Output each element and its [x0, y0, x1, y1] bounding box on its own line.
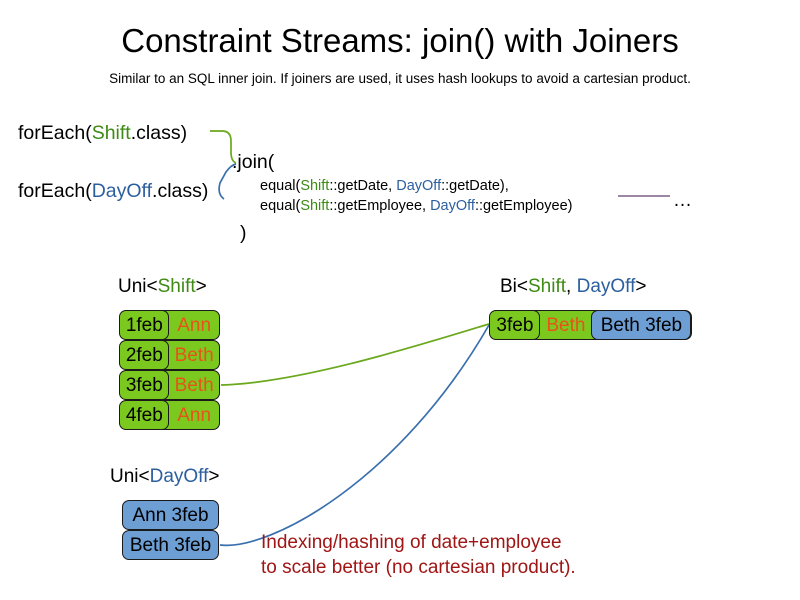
caption-line-1: Indexing/hashing of date+employee	[261, 532, 562, 553]
uni-dayoff-label-type: DayOff	[149, 466, 209, 487]
table-row[interactable]: 3feb Beth	[119, 370, 220, 400]
code-foreach-dayoff: forEach(DayOff.class)	[18, 179, 208, 203]
bi-label-suffix: >	[635, 276, 647, 297]
joiner-2-left-ref: ::getEmployee,	[329, 198, 431, 214]
uni-dayoff-label-prefix: Uni<	[110, 466, 150, 487]
connector-dayoff-fact-to-bi	[219, 324, 490, 547]
foreach-dayoff-prefix: forEach(	[18, 180, 92, 202]
shift-date-cell: 2feb	[119, 340, 170, 370]
code-continuation-ellipsis: …	[673, 190, 692, 211]
caption-line-2: to scale better (no cartesian product).	[261, 557, 576, 578]
shift-employee-cell: Ann	[177, 404, 212, 426]
code-close-paren: )	[240, 222, 247, 244]
dayoff-cell: Ann 3feb	[132, 504, 209, 526]
bi-dayoff-cell: Beth 3feb	[591, 310, 692, 340]
joiner-2-open: equal(	[260, 198, 301, 214]
joiner-1-left-ref: ::getDate,	[329, 178, 397, 194]
shift-date-cell: 3feb	[119, 370, 170, 400]
shift-date-cell: 1feb	[119, 310, 170, 340]
shift-employee-cell: Beth	[174, 344, 214, 366]
code-foreach-shift: forEach(Shift.class)	[18, 121, 187, 145]
bi-shift-date-cell: 3feb	[489, 310, 541, 340]
foreach-shift-prefix: forEach(	[18, 122, 92, 144]
bi-label-type-b: DayOff	[576, 276, 636, 297]
bi-label-separator: ,	[566, 276, 577, 297]
uni-shift-label-suffix: >	[195, 276, 207, 297]
uni-dayoff-label-suffix: >	[208, 466, 220, 487]
joiner-1-right-ref: ::getDate),	[441, 178, 509, 194]
connector-shift-fact-to-bi	[220, 323, 490, 386]
joiner-1-right-type: DayOff	[396, 178, 442, 194]
foreach-dayoff-suffix: .class)	[152, 180, 209, 202]
uni-shift-label-prefix: Uni<	[118, 276, 158, 297]
table-row[interactable]: 3feb Beth Beth 3feb	[489, 310, 692, 340]
joiner-2-right-ref: ::getEmployee)	[474, 198, 573, 214]
slide-title: Constraint Streams: join() with Joiners	[121, 22, 679, 59]
dayoff-cell: Beth 3feb	[129, 534, 212, 556]
shift-employee-cell: Beth	[174, 374, 214, 396]
shift-date-cell: 4feb	[119, 400, 170, 430]
bi-shift-employee-cell: Beth	[546, 314, 586, 336]
table-row[interactable]: Ann 3feb	[122, 500, 219, 530]
foreach-dayoff-type: DayOff	[91, 180, 153, 202]
joiner-2-right-type: DayOff	[430, 198, 475, 214]
code-joiner-equal-date: equal(Shift::getDate, DayOff::getDate),	[260, 177, 509, 196]
joiner-2-left-type: Shift	[300, 198, 330, 214]
foreach-shift-type: Shift	[91, 122, 131, 144]
slide-subtitle: Similar to an SQL inner join. If joiners…	[109, 71, 691, 86]
table-row[interactable]: 4feb Ann	[119, 400, 220, 430]
code-joiner-equal-employee: equal(Shift::getEmployee, DayOff::getEmp…	[260, 197, 572, 216]
label-bi-stream: Bi<Shift, DayOff>	[500, 275, 646, 299]
table-row[interactable]: 1feb Ann	[119, 310, 220, 340]
table-row[interactable]: Beth 3feb	[122, 530, 219, 560]
bi-label-prefix: Bi<	[500, 276, 528, 297]
uni-shift-label-type: Shift	[157, 276, 196, 297]
foreach-shift-suffix: .class)	[130, 122, 188, 144]
table-row[interactable]: 2feb Beth	[119, 340, 220, 370]
explanation-caption: Indexing/hashing of date+employee to sca…	[261, 530, 576, 580]
joiner-1-open: equal(	[260, 178, 301, 194]
code-join-call: .join(	[232, 151, 275, 173]
label-uni-shift: Uni<Shift>	[118, 275, 207, 299]
joiner-1-left-type: Shift	[300, 178, 330, 194]
bi-label-type-a: Shift	[528, 276, 567, 297]
label-uni-dayoff: Uni<DayOff>	[110, 465, 220, 489]
shift-employee-cell: Ann	[177, 314, 212, 336]
